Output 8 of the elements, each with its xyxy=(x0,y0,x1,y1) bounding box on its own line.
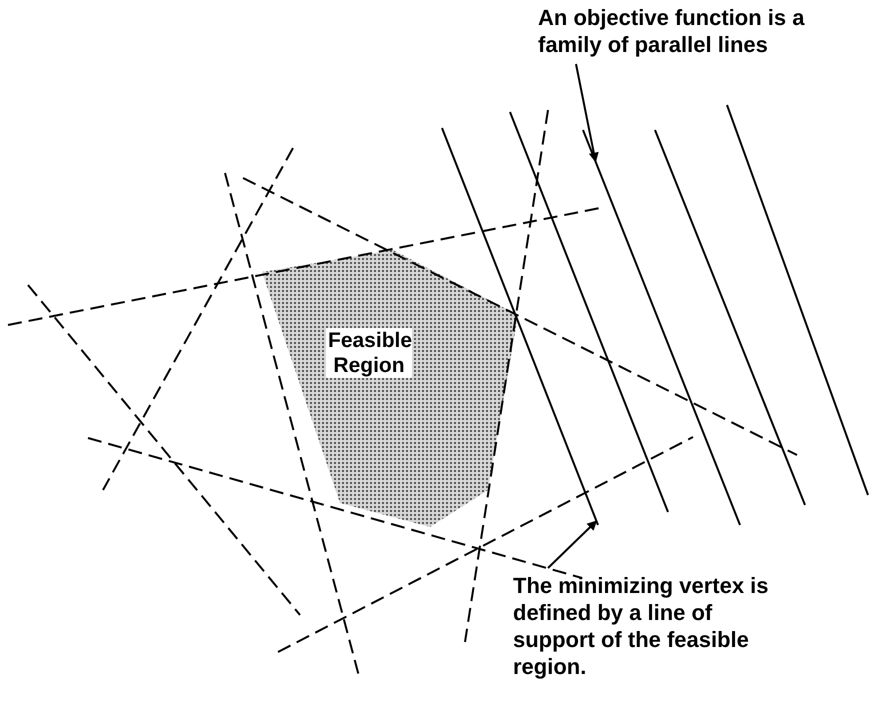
annotation-text: The minimizing vertex is defined by a line of support of the feasible region. xyxy=(513,572,775,707)
objective-line xyxy=(441,128,599,526)
annotation-text: An objective function is a family of parallel lines xyxy=(538,4,868,58)
leader-arrow xyxy=(547,520,598,569)
region-label: Feasible Region xyxy=(326,328,412,378)
leader-arrow xyxy=(575,64,599,163)
objective-line xyxy=(582,130,741,526)
feasible-region xyxy=(262,250,518,527)
